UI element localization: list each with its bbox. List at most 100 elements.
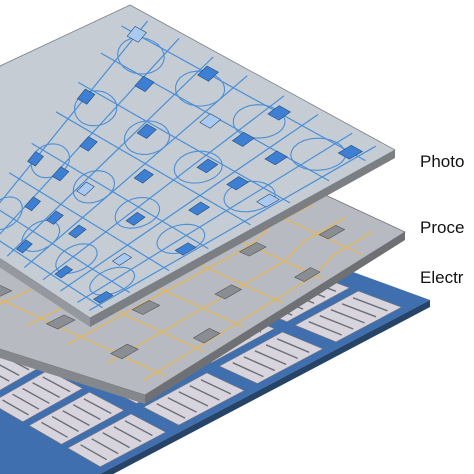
electronic-layer-label: Electr bbox=[420, 268, 464, 287]
die-circuit bbox=[51, 415, 79, 433]
waveguide-row bbox=[31, 142, 209, 250]
waveguide-row bbox=[55, 111, 251, 226]
die-circuit bbox=[62, 410, 90, 427]
processing-node bbox=[238, 242, 267, 257]
photonic-node bbox=[27, 151, 44, 167]
photonic-node bbox=[231, 131, 255, 147]
photonic-node bbox=[125, 212, 146, 226]
waveguide-column bbox=[42, 95, 285, 281]
die-circuit bbox=[0, 360, 20, 377]
photonic-node bbox=[136, 123, 157, 139]
die-circuit bbox=[232, 362, 264, 378]
processing-trace-column bbox=[107, 217, 346, 364]
ring-resonator bbox=[21, 219, 61, 253]
photonic-layer-edge bbox=[90, 150, 395, 327]
photonic-node bbox=[68, 224, 87, 239]
ring-resonator bbox=[117, 37, 165, 75]
photonic-layer bbox=[0, 4, 396, 327]
die-circuit bbox=[200, 379, 232, 395]
ring-resonator bbox=[156, 223, 206, 254]
ring-resonator bbox=[0, 196, 23, 231]
ring-resonator bbox=[114, 196, 161, 229]
photonic-node bbox=[24, 196, 41, 212]
photonic-node bbox=[264, 150, 288, 166]
photonic-node bbox=[133, 168, 154, 184]
photonic-waveguides bbox=[0, 20, 377, 311]
die-circuit bbox=[80, 444, 108, 461]
ring-resonator bbox=[173, 150, 223, 184]
photonic-node bbox=[76, 181, 95, 197]
photonic-node bbox=[197, 65, 219, 82]
die-circuit bbox=[72, 404, 101, 421]
processing-node bbox=[293, 267, 321, 283]
processing-layer-label: Proce bbox=[420, 218, 465, 237]
waveguide-row bbox=[78, 81, 291, 204]
waveguide-column bbox=[77, 132, 353, 303]
die-circuit bbox=[83, 398, 112, 415]
waveguide-row bbox=[0, 221, 103, 309]
die-circuit bbox=[156, 403, 186, 419]
ring-resonator bbox=[72, 170, 116, 204]
die-circuit bbox=[167, 397, 197, 413]
die-circuit bbox=[113, 426, 142, 443]
die-circuit bbox=[22, 387, 50, 404]
die-circuit bbox=[91, 438, 119, 455]
photonic-node bbox=[256, 193, 280, 208]
processing-trace-row bbox=[0, 288, 166, 377]
photonic-node bbox=[126, 26, 147, 43]
waveguide-column bbox=[6, 56, 214, 257]
waveguide-row bbox=[121, 25, 366, 162]
die-circuit bbox=[102, 432, 130, 449]
die-circuit bbox=[330, 309, 365, 324]
photonic-layer-label: Photo bbox=[420, 152, 465, 171]
photonic-node bbox=[111, 252, 133, 266]
photonic-layer-left-edge bbox=[0, 258, 90, 327]
die-circuit bbox=[254, 350, 287, 366]
waveguide-row bbox=[0, 201, 131, 294]
electronic-layer-edge bbox=[100, 300, 430, 474]
processing-node bbox=[0, 285, 13, 300]
processing-trace-column bbox=[143, 230, 374, 381]
photonic-node bbox=[196, 158, 219, 174]
photonic-nodes bbox=[15, 26, 364, 304]
die-circuit bbox=[32, 382, 61, 399]
photonic-node bbox=[93, 291, 114, 304]
photonic-node bbox=[188, 201, 211, 216]
photonic-node bbox=[79, 136, 98, 152]
die-circuit bbox=[42, 376, 71, 393]
processing-node bbox=[192, 328, 221, 344]
die-circuit bbox=[276, 338, 310, 353]
photonic-node bbox=[174, 242, 197, 256]
die-circuit bbox=[352, 297, 388, 312]
die-circuit bbox=[178, 391, 209, 407]
photonic-node bbox=[51, 166, 70, 182]
die-circuit bbox=[0, 365, 10, 382]
die-circuit bbox=[189, 385, 220, 401]
processing-node bbox=[318, 224, 346, 240]
processing-node bbox=[214, 284, 243, 300]
die-circuit bbox=[124, 420, 153, 437]
processing-layer-left-edge bbox=[0, 349, 145, 404]
waveguide-row bbox=[8, 172, 170, 272]
ring-resonator bbox=[175, 70, 226, 107]
photonic-node bbox=[199, 113, 222, 129]
photonic-node bbox=[46, 210, 64, 225]
photonic-node bbox=[15, 239, 33, 254]
photonic-node bbox=[54, 265, 74, 279]
die-circuit bbox=[319, 315, 354, 330]
die-circuit bbox=[308, 321, 342, 336]
processing-node bbox=[110, 343, 139, 360]
die-circuit bbox=[341, 303, 377, 318]
photonic-node bbox=[76, 88, 96, 105]
photonic-node bbox=[226, 176, 250, 191]
photonic-node bbox=[337, 144, 364, 160]
waveguide-column bbox=[89, 145, 377, 311]
die-circuit bbox=[243, 356, 276, 372]
processing-layer-edge bbox=[145, 232, 405, 404]
die-circuit bbox=[12, 393, 40, 410]
die-circuit bbox=[41, 421, 68, 438]
ring-resonator bbox=[123, 120, 171, 155]
photonic-node bbox=[267, 105, 291, 121]
die-circuit bbox=[2, 399, 29, 416]
